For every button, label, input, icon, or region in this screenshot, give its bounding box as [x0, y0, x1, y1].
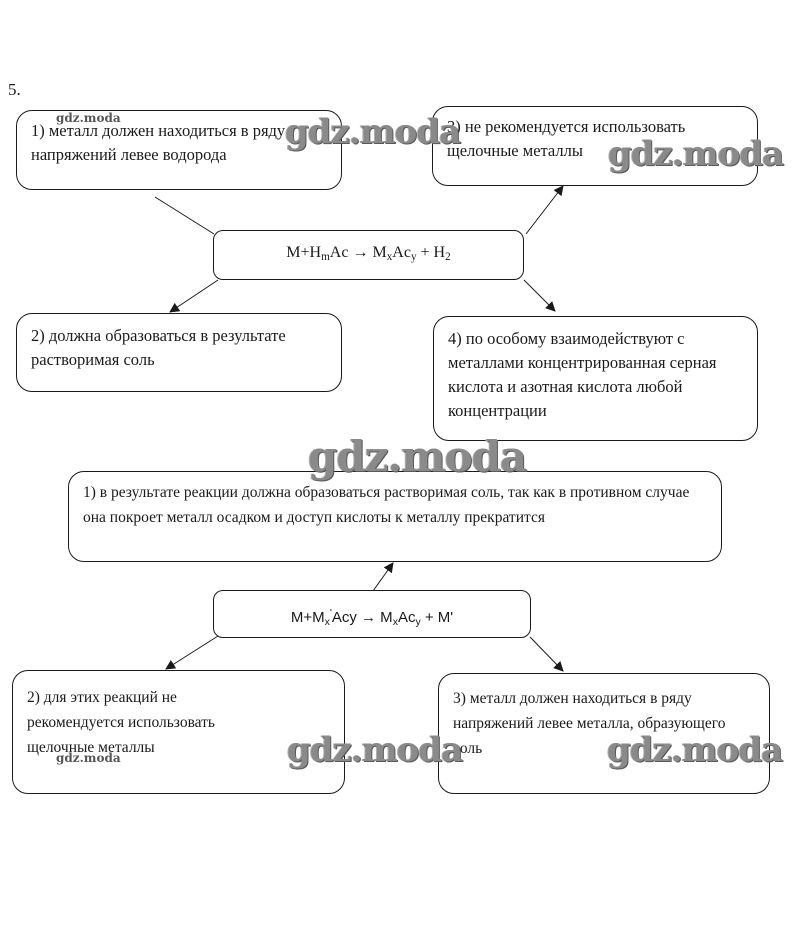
d1-box3-alkali-metals: 3) не рекомендуется использовать щелочны…	[432, 106, 758, 186]
d2-box2-text: 2) для этих реакций не рекомендуется исп…	[27, 689, 216, 756]
arrow-to-d2-box2	[165, 635, 219, 670]
d1-box1-text: 1) металл должен находиться в ряду напря…	[31, 121, 286, 164]
d2-box3-metal-position: 3) металл должен находиться в ряду напря…	[438, 673, 770, 794]
d2-box1-text: 1) в результате реакции должна образоват…	[83, 484, 690, 526]
arrow-to-box1	[154, 196, 215, 235]
arrow-to-box2	[169, 279, 219, 313]
d2-box1-soluble-salt-reason: 1) в результате реакции должна образоват…	[68, 471, 722, 562]
d1-center-reaction: M+HmAc → MxAcy + H2	[213, 230, 524, 280]
d1-box1-condition-metal-position: 1) металл должен находиться в ряду напря…	[16, 110, 342, 190]
d2-box3-text: 3) металл должен находиться в ряду напря…	[453, 690, 726, 757]
d1-box2-soluble-salt: 2) должна образоваться в результате раст…	[16, 313, 342, 392]
arrow-to-d2-box1	[372, 562, 394, 592]
d1-reaction-equation: M+HmAc → MxAcy + H2	[286, 244, 451, 263]
task-number: 5.	[8, 80, 21, 99]
d1-box2-text: 2) должна образоваться в результате раст…	[31, 326, 286, 369]
d1-box4-special-acids: 4) по особому взаимодействуют с металлам…	[433, 316, 758, 441]
d1-box4-text: 4) по особому взаимодействуют с металлам…	[448, 329, 717, 420]
arrow-to-box3	[525, 185, 564, 235]
arrow-to-box4	[523, 279, 556, 312]
d1-box3-text: 3) не рекомендуется использовать щелочны…	[447, 117, 686, 160]
d2-box2-alkali-metals: 2) для этих реакций не рекомендуется исп…	[12, 670, 345, 794]
d2-center-reaction: M+Mx'Acy → MxAcy + M'	[213, 590, 531, 638]
d2-reaction-equation: M+Mx'Acy → MxAcy + M'	[290, 607, 454, 628]
arrow-to-d2-box3	[529, 636, 564, 672]
